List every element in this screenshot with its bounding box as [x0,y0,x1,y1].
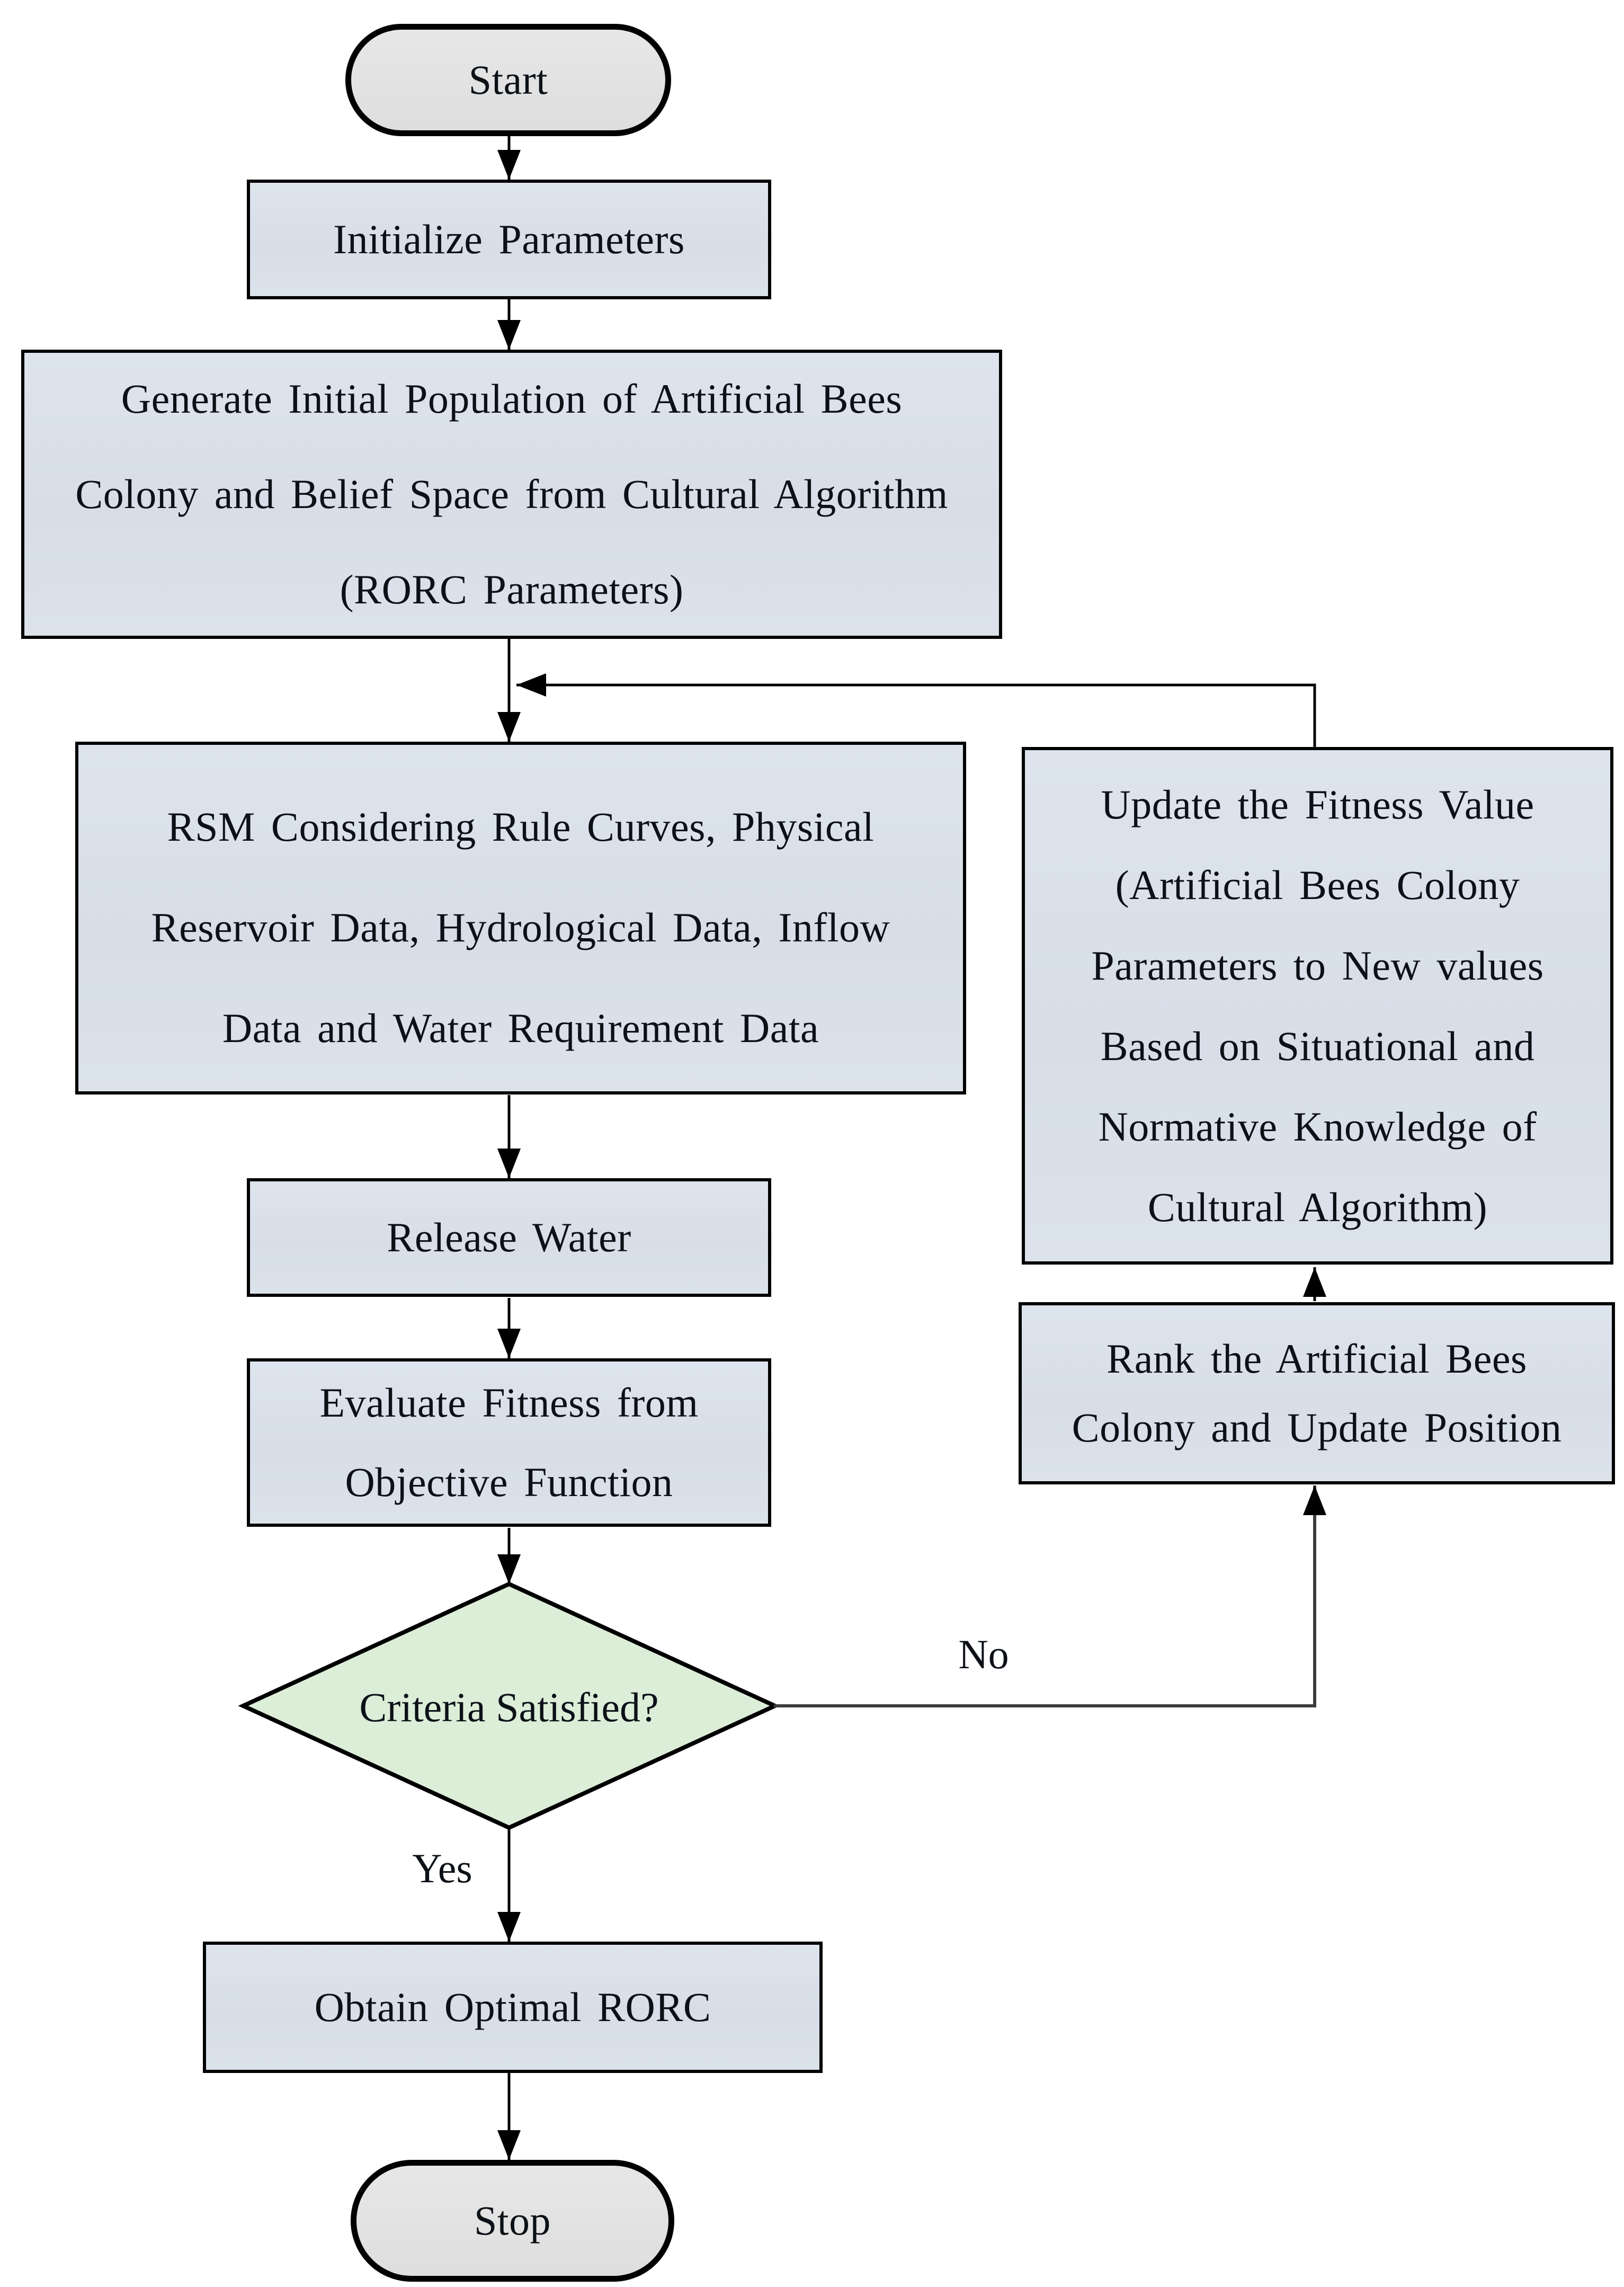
node-text-line: Objective Function [345,1459,673,1505]
decision-criteria-satisfied: Criteria Satisfied? [359,1684,659,1730]
node-text-line: (RORC Parameters) [340,566,684,612]
edge-criteria-no-rank [774,1485,1326,1707]
process-initialize-parameters: Initialize Parameters [247,180,771,299]
node-text-line: Reservoir Data, Hydrological Data, Inflo… [151,904,890,950]
process-rsm-simulation: RSM Considering Rule Curves, Physical Re… [75,742,966,1094]
node-text-line: RSM Considering Rule Curves, Physical [167,804,875,850]
terminator-stop: Stop [351,2160,674,2282]
node-text-line: Parameters to New values [1091,942,1544,989]
terminator-start: Start [345,24,671,136]
edge-label-yes: Yes [412,1845,472,1891]
node-text-line: Update the Fitness Value [1101,781,1534,827]
edge-label-no: No [958,1631,1009,1677]
node-text-line: Generate Initial Population of Artificia… [121,376,903,422]
node-text-line: Data and Water Requirement Data [222,1005,819,1051]
node-text-line: (Artificial Bees Colony [1115,861,1520,908]
node-text-line: Colony and Update Position [1072,1404,1562,1450]
node-label: Obtain Optimal RORC [314,1984,711,2030]
process-evaluate-fitness: Evaluate Fitness from Objective Function [247,1358,771,1527]
node-label: Start [468,57,548,103]
node-label: Initialize Parameters [333,216,685,262]
process-update-fitness-value: Update the Fitness Value (Artificial Bee… [1022,747,1613,1265]
node-label: Release Water [387,1214,631,1260]
process-release-water: Release Water [247,1178,771,1297]
node-text-line: Normative Knowledge of [1098,1103,1537,1150]
criteria-decision-shape [238,1581,780,1830]
process-rank-bees-colony: Rank the Artificial Bees Colony and Upda… [1019,1302,1615,1484]
node-text-line: Cultural Algorithm) [1147,1183,1488,1230]
node-text-line: Rank the Artificial Bees [1107,1336,1527,1382]
process-generate-population: Generate Initial Population of Artificia… [21,350,1002,639]
node-label: Stop [474,2197,551,2244]
node-text-line: Based on Situational and [1100,1022,1535,1069]
node-text-line: Colony and Belief Space from Cultural Al… [75,471,948,517]
node-text-line: Evaluate Fitness from [319,1380,699,1426]
process-obtain-optimal-rorc: Obtain Optimal RORC [203,1942,823,2073]
edge-update-loop-junction [516,673,1316,748]
